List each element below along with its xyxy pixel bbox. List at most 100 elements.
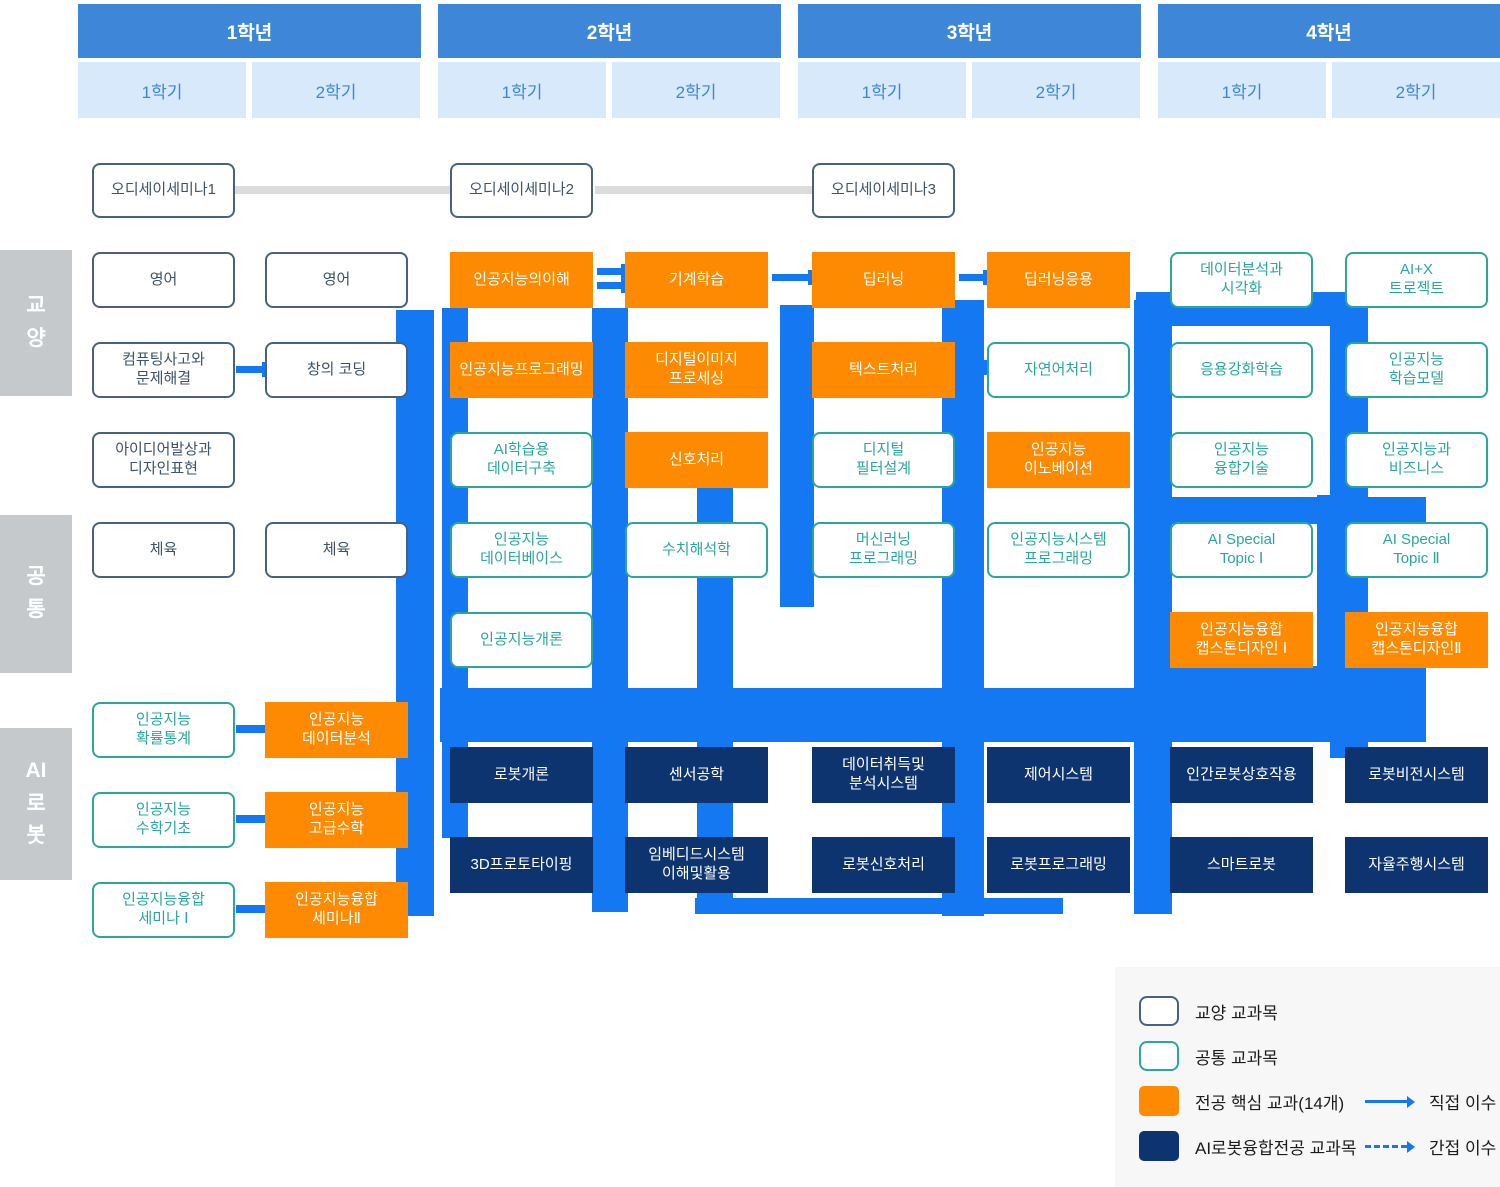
- seminar-chain-line: [595, 186, 812, 194]
- course-box: 인공지능융합 세미나 Ⅰ: [92, 882, 235, 938]
- flow-link: [236, 366, 266, 373]
- flow-band: [440, 688, 1136, 742]
- course-box: 수치해석학: [625, 522, 768, 578]
- legend-label: 교양 교과목: [1195, 1003, 1278, 1023]
- legend-item: 전공 핵심 교과(14개): [1139, 1085, 1344, 1117]
- dashed-arrow-icon: [1365, 1145, 1407, 1148]
- course-box: 스마트로봇: [1170, 837, 1313, 893]
- flow-link: [597, 372, 625, 379]
- flow-link: [597, 358, 625, 365]
- course-box: AI Special Topic Ⅱ: [1345, 522, 1488, 578]
- header-year-bar: 3학년: [798, 4, 1141, 58]
- flow-band: [1134, 300, 1172, 914]
- legend-item: 공통 교과목: [1139, 1040, 1278, 1072]
- course-box: 로봇프로그래밍: [987, 837, 1130, 893]
- course-box: AI+X 트로젝트: [1345, 252, 1488, 308]
- course-box: 인공지능시스템 프로그래밍: [987, 522, 1130, 578]
- seminar-box: 오디세이세미나1: [92, 163, 235, 218]
- legend-swatch-core: [1139, 1086, 1179, 1116]
- legend-swatch-common: [1139, 1041, 1179, 1071]
- header-semester-cell: 1학기: [438, 62, 606, 118]
- course-box: 로봇신호처리: [812, 837, 955, 893]
- flow-link: [959, 364, 987, 371]
- legend-item: 교양 교과목: [1139, 995, 1278, 1027]
- header-year-bar: 4학년: [1158, 4, 1500, 58]
- course-box: 인공지능 데이터분석: [265, 702, 408, 758]
- course-box: 디지털이미지 프로세싱: [625, 342, 768, 398]
- course-box: 자연어처리: [987, 342, 1130, 398]
- flow-band: [942, 300, 984, 916]
- course-box: 인공지능 수학기초: [92, 792, 235, 848]
- course-box: 딥러닝응용: [987, 252, 1130, 308]
- flow-band: [695, 898, 1063, 914]
- course-box: 기계학습: [625, 252, 768, 308]
- course-box: 창의 코딩: [265, 342, 408, 398]
- flow-link: [597, 268, 625, 275]
- course-box: 자율주행시스템: [1345, 837, 1488, 893]
- course-box: 인공지능 데이터베이스: [450, 522, 593, 578]
- flow-link: [959, 274, 987, 281]
- header-semester-cell: 2학기: [252, 62, 420, 118]
- course-box: 응용강화학습: [1170, 342, 1313, 398]
- course-box: 인공지능과 비즈니스: [1345, 432, 1488, 488]
- flow-link: [236, 725, 266, 733]
- flow-link: [236, 905, 266, 913]
- flow-link: [598, 540, 625, 547]
- legend-label: 전공 핵심 교과(14개): [1195, 1093, 1345, 1113]
- course-box: 인공지능융합 캡스톤디자인 Ⅰ: [1170, 612, 1313, 668]
- course-box: 데이터취득및 분석시스템: [812, 747, 955, 803]
- course-box: 인공지능의이해: [450, 252, 593, 308]
- course-box: 디지털 필터설계: [812, 432, 955, 488]
- header-semester-cell: 2학기: [1332, 62, 1500, 118]
- course-box: 딥러닝: [812, 252, 955, 308]
- header-semester-cell: 2학기: [612, 62, 780, 118]
- flow-band: [1140, 666, 1426, 742]
- course-box: 인공지능 학습모델: [1345, 342, 1488, 398]
- legend-arrow-label: 직접 이수: [1429, 1094, 1497, 1113]
- course-box: 3D프로토타이핑: [450, 837, 593, 893]
- course-box: 센서공학: [625, 747, 768, 803]
- flow-band: [1317, 495, 1343, 695]
- course-box: 인공지능 융합기술: [1170, 432, 1313, 488]
- header-semester-cell: 2학기: [972, 62, 1140, 118]
- course-box: 영어: [265, 252, 408, 308]
- flow-link: [597, 282, 625, 289]
- course-box: 인공지능융합 세미나Ⅱ: [265, 882, 408, 938]
- legend-label: AI로봇융합전공 교과목: [1195, 1138, 1357, 1158]
- flow-band: [1140, 497, 1426, 524]
- header-semester-cell: 1학기: [78, 62, 246, 118]
- course-box: 인공지능 고급수학: [265, 792, 408, 848]
- course-box: 신호처리: [625, 432, 768, 488]
- seminar-box: 오디세이세미나3: [812, 163, 955, 218]
- course-box: 제어시스템: [987, 747, 1130, 803]
- track-label: 공 통: [0, 515, 72, 673]
- flow-link: [236, 815, 266, 823]
- arrowhead-icon: [1407, 1140, 1415, 1153]
- course-box: 로봇개론: [450, 747, 593, 803]
- solid-arrow-icon: [1365, 1100, 1407, 1103]
- course-box: 인공지능프로그래밍: [450, 342, 593, 398]
- header-semester-cell: 1학기: [1158, 62, 1326, 118]
- course-box: 인간로봇상호작용: [1170, 747, 1313, 803]
- course-box: AI Special Topic Ⅰ: [1170, 522, 1313, 578]
- course-box: 인공지능개론: [450, 612, 593, 668]
- header-year-bar: 2학년: [438, 4, 781, 58]
- flow-link: [772, 274, 812, 281]
- course-box: 데이터분석과 시각화: [1170, 252, 1313, 308]
- legend-item: AI로봇융합전공 교과목: [1139, 1130, 1357, 1162]
- header-year-bar: 1학년: [78, 4, 421, 58]
- legend-arrow-label: 간접 이수: [1429, 1139, 1497, 1158]
- legend-label: 공통 교과목: [1195, 1048, 1278, 1068]
- legend-swatch-airobot: [1139, 1131, 1179, 1161]
- legend-swatch-liberal: [1139, 996, 1179, 1026]
- header-semester-cell: 1학기: [798, 62, 966, 118]
- course-box: 인공지능 확률통계: [92, 702, 235, 758]
- course-box: 체육: [92, 522, 235, 578]
- course-box: 임베디드시스템 이해및활용: [625, 837, 768, 893]
- course-box: 영어: [92, 252, 235, 308]
- course-box: 체육: [265, 522, 408, 578]
- seminar-chain-line: [233, 186, 450, 194]
- flow-band: [780, 305, 814, 607]
